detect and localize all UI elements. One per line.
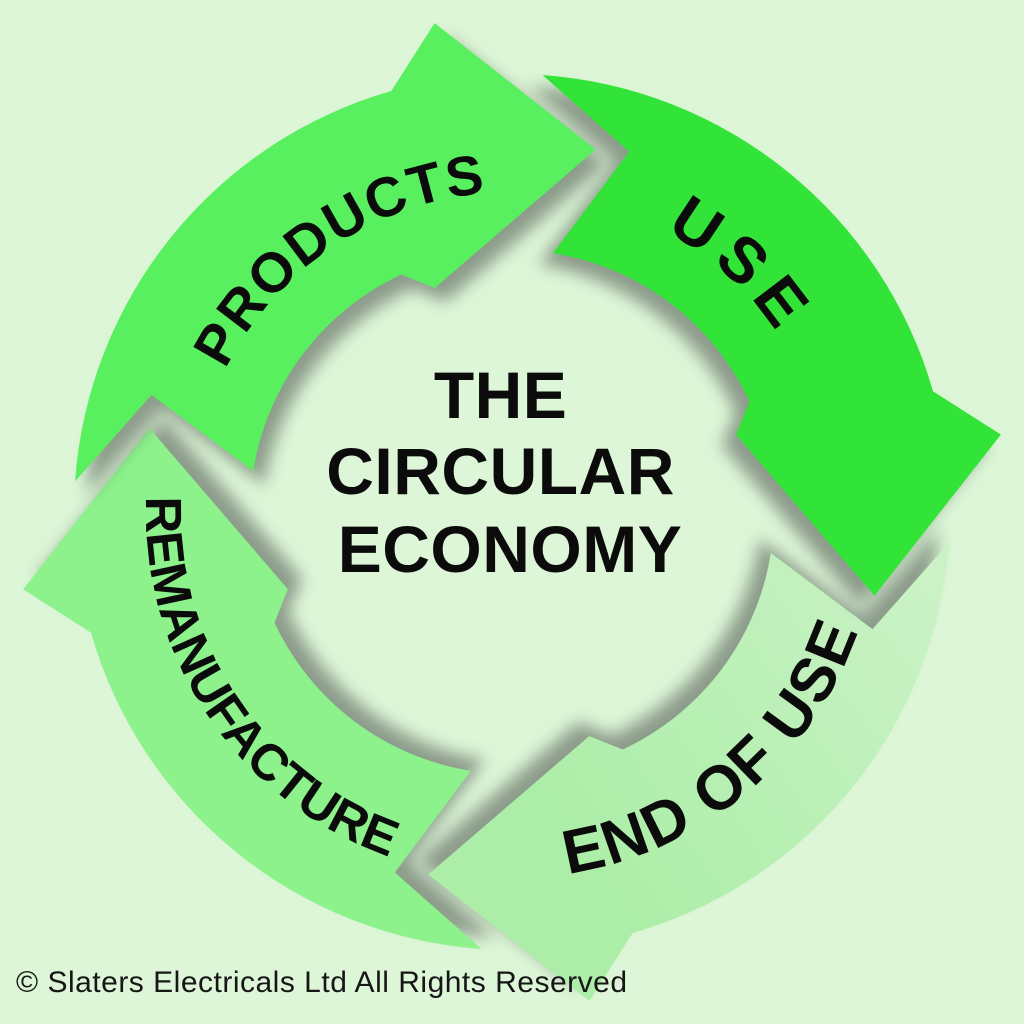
copyright-notice: © Slaters Electricals Ltd All Rights Res… (16, 966, 628, 999)
title-line-3: ECONOMY (338, 512, 683, 586)
diagram-title: THE CIRCULAR ECONOMY (326, 358, 693, 586)
title-line-2: CIRCULAR (326, 434, 675, 508)
title-line-1: THE (434, 358, 568, 432)
